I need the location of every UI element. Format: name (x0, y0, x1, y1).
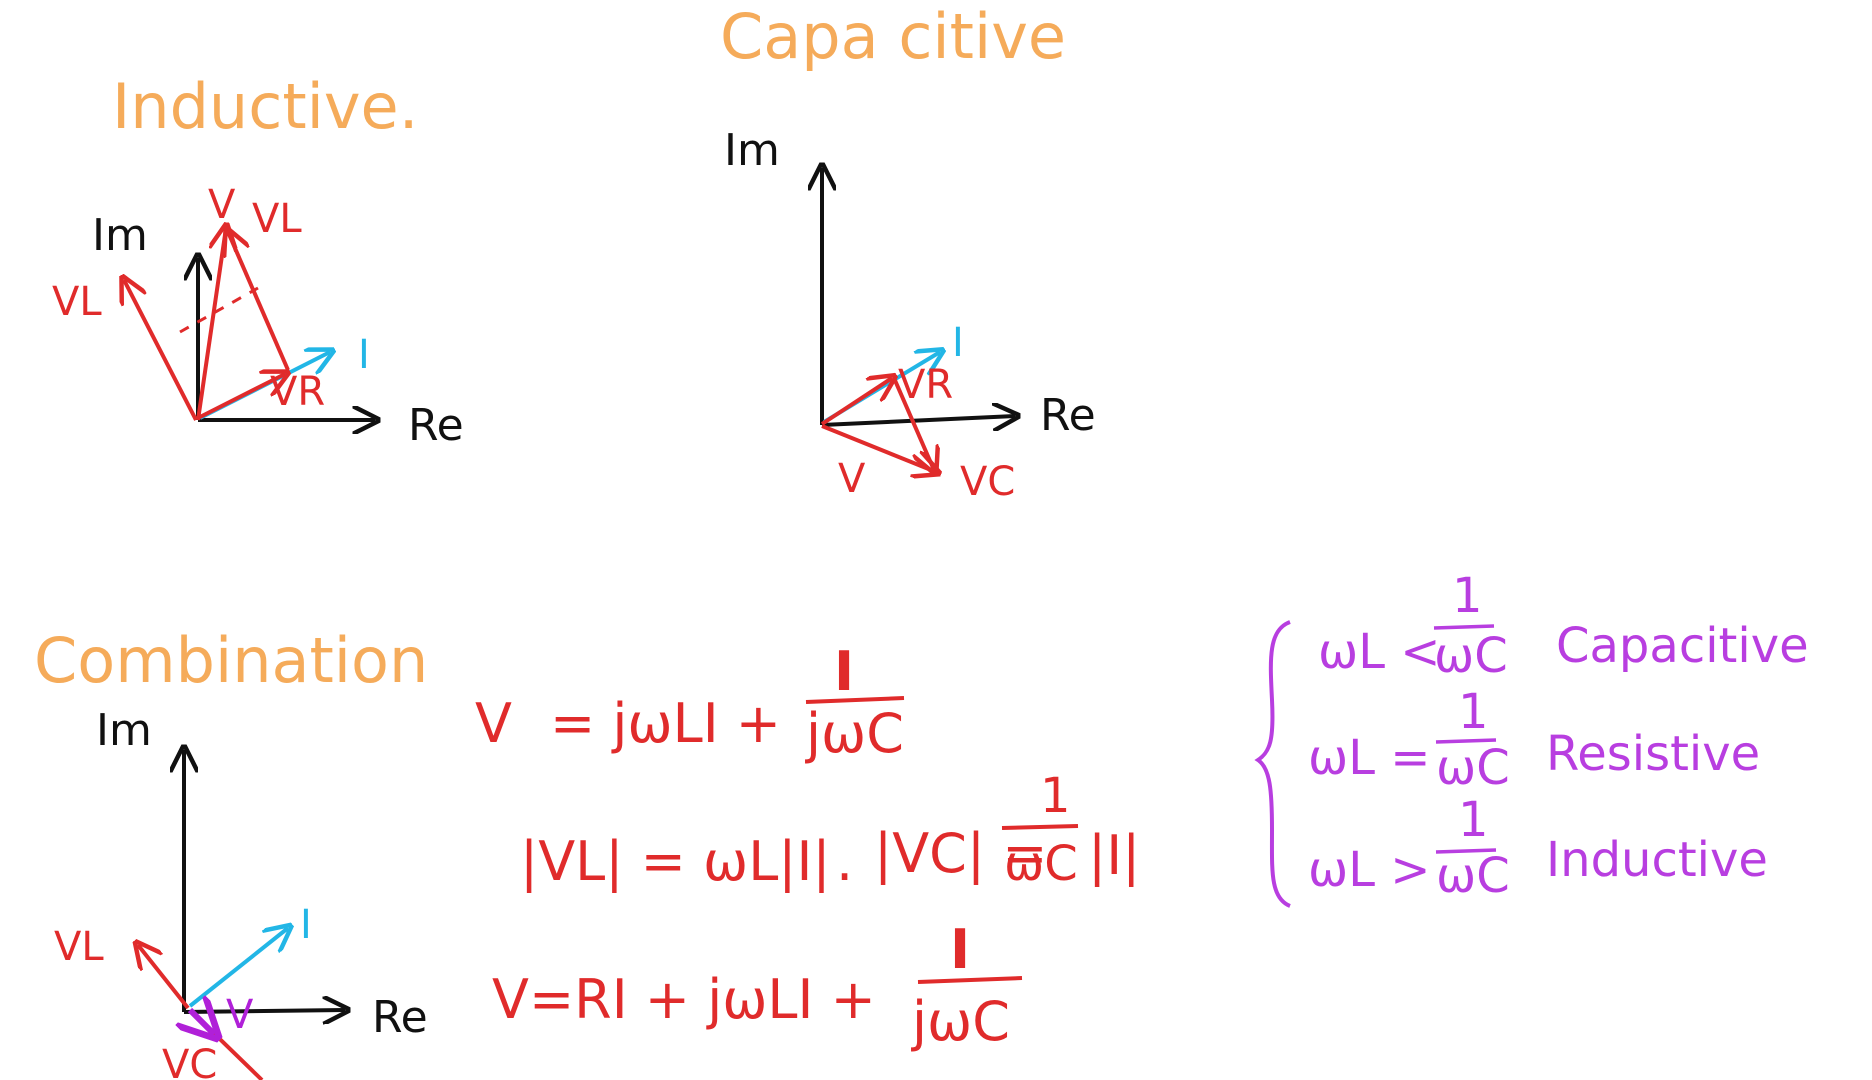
cond-3-label: Inductive (1546, 832, 1768, 888)
inductive-vl-left-label: VL (52, 279, 102, 325)
eq2-den: ωC (1004, 836, 1078, 892)
inductive-vl-top-label: VL (252, 196, 302, 242)
capacitive-vr-label: VR (898, 362, 953, 408)
combination-vl-vector (138, 945, 190, 1010)
eq2-tail: |I| (1088, 824, 1140, 887)
conditions-block: ωL < 1 ωC Capacitive ωL = 1 ωC Resistive… (1254, 568, 1809, 908)
combination-title: Combination (34, 624, 428, 697)
combination-v-label: V (226, 992, 254, 1038)
inductive-v-label: V (208, 182, 236, 228)
capacitive-im-label: Im (724, 125, 780, 176)
eq3-main: V=RI + jωLI + (492, 968, 876, 1031)
eq1-den: jωC (805, 702, 904, 765)
eq3-den: jωC (911, 990, 1010, 1053)
inductive-dashed-guide (179, 286, 259, 334)
eq3-fraction-bar (917, 976, 1023, 984)
inductive-re-label: Re (408, 400, 464, 451)
cond-2-label: Resistive (1546, 726, 1760, 782)
eq2-left: |VL| = ωL|I| (520, 830, 831, 893)
eq3-num: I (950, 918, 970, 981)
cond-1-num: 1 (1452, 568, 1483, 624)
cond-3-fraction-bar (1435, 848, 1497, 854)
eq1-fraction-bar (805, 696, 905, 704)
cond-2-lhs: ωL = (1308, 730, 1430, 786)
combination-i-vector (188, 928, 288, 1008)
capacitive-diagram: Capa citive Im Re I VR V VC (720, 0, 1096, 505)
cond-1-den: ωC (1434, 628, 1508, 684)
equations-block: V = jωLI + I jωC |VL| = ωL|I| . |VC| = 1… (475, 640, 1140, 1053)
combination-i-label: I (300, 902, 312, 948)
eq1-lhs: V (475, 692, 512, 755)
combination-vc-label: VC (162, 1042, 217, 1080)
capacitive-vc-label: VC (960, 459, 1015, 505)
inductive-vr-vector (197, 374, 285, 420)
cond-1-label: Capacitive (1556, 618, 1809, 674)
cond-2-fraction-bar (1435, 738, 1497, 744)
cond-3-den: ωC (1436, 848, 1510, 904)
eq2-sep: . (836, 830, 853, 893)
combination-vl-label: VL (54, 924, 104, 970)
inductive-im-label: Im (92, 210, 148, 261)
capacitive-re-axis (821, 416, 1015, 425)
combination-v-vector (190, 1010, 214, 1034)
conditions-brace (1254, 620, 1291, 908)
combination-re-axis (183, 1010, 345, 1012)
capacitive-v-label: V (838, 456, 866, 502)
cond-2-den: ωC (1436, 740, 1510, 796)
eq2-mid: |VC| = (874, 822, 1047, 885)
capacitive-title: Capa citive (720, 0, 1066, 73)
combination-re-label: Re (372, 992, 428, 1043)
inductive-diagram: Inductive. Im Re I VR V VL VL (52, 70, 464, 451)
cond-3-num: 1 (1458, 792, 1489, 848)
eq2-fraction-bar (1001, 824, 1079, 830)
eq1-num: I (834, 640, 854, 703)
capacitive-re-label: Re (1040, 390, 1096, 441)
cond-1-lhs: ωL < (1318, 624, 1440, 680)
inductive-vr-label: VR (270, 369, 325, 415)
eq2-num: 1 (1040, 768, 1071, 824)
capacitive-i-label: I (952, 320, 964, 366)
cond-2-num: 1 (1458, 684, 1489, 740)
combination-diagram: Combination Im Re I VL VC V (34, 624, 428, 1080)
inductive-vl-vector (124, 280, 198, 421)
inductive-vl-shifted-vector (228, 232, 290, 371)
capacitive-v-vector (821, 424, 936, 472)
inductive-v-vector (196, 228, 226, 421)
capacitive-vr-vector (820, 378, 892, 426)
inductive-i-label: I (358, 332, 370, 378)
inductive-title: Inductive. (112, 70, 418, 143)
eq1-mid: = jωLI + (550, 692, 781, 755)
cond-3-lhs: ωL > (1308, 842, 1430, 898)
cond-1-fraction-bar (1433, 624, 1495, 630)
combination-im-label: Im (96, 705, 152, 756)
